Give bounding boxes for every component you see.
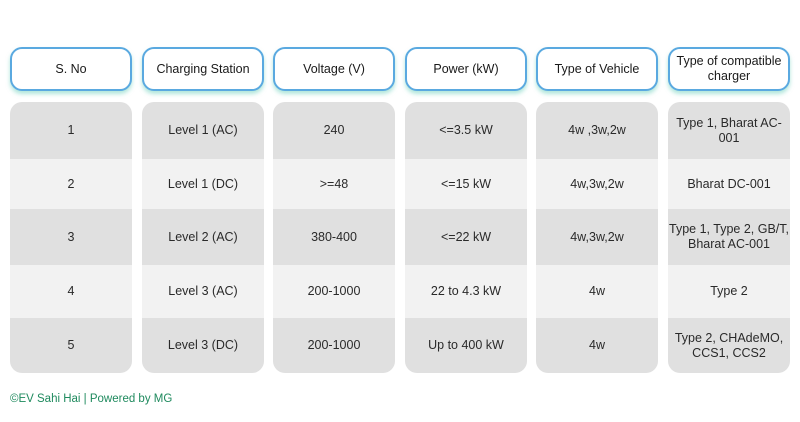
header-charger-type: Type of compatible charger [668, 47, 790, 91]
cell-station-1: Level 1 (AC) [142, 102, 264, 159]
column-body: 240 >=48 380-400 200-1000 200-1000 [273, 102, 395, 373]
column-body: 1 2 3 4 5 [10, 102, 132, 373]
header-voltage: Voltage (V) [273, 47, 395, 91]
column-body: Type 1, Bharat AC-001 Bharat DC-001 Type… [668, 102, 790, 373]
cell-voltage-3: 380-400 [273, 209, 395, 265]
cell-voltage-1: 240 [273, 102, 395, 159]
header-vehicle-type: Type of Vehicle [536, 47, 658, 91]
cell-charger-1: Type 1, Bharat AC-001 [668, 102, 790, 159]
cell-voltage-5: 200-1000 [273, 318, 395, 373]
cell-power-1: <=3.5 kW [405, 102, 527, 159]
header-s-no: S. No [10, 47, 132, 91]
cell-voltage-4: 200-1000 [273, 265, 395, 318]
cell-vehicle-1: 4w ,3w,2w [536, 102, 658, 159]
cell-vehicle-2: 4w,3w,2w [536, 159, 658, 209]
cell-voltage-2: >=48 [273, 159, 395, 209]
cell-power-3: <=22 kW [405, 209, 527, 265]
cell-sno-2: 2 [10, 159, 132, 209]
cell-power-5: Up to 400 kW [405, 318, 527, 373]
cell-station-5: Level 3 (DC) [142, 318, 264, 373]
cell-power-2: <=15 kW [405, 159, 527, 209]
cell-charger-4: Type 2 [668, 265, 790, 318]
footer-credit: ©EV Sahi Hai | Powered by MG [10, 393, 173, 405]
cell-sno-3: 3 [10, 209, 132, 265]
header-power: Power (kW) [405, 47, 527, 91]
cell-charger-3: Type 1, Type 2, GB/T, Bharat AC-001 [668, 209, 790, 265]
ev-charging-table: S. No 1 2 3 4 5 Charging Station Level 1… [10, 47, 790, 373]
cell-station-2: Level 1 (DC) [142, 159, 264, 209]
cell-sno-5: 5 [10, 318, 132, 373]
cell-charger-5: Type 2, CHAdeMO, CCS1, CCS2 [668, 318, 790, 373]
cell-station-4: Level 3 (AC) [142, 265, 264, 318]
column-body: Level 1 (AC) Level 1 (DC) Level 2 (AC) L… [142, 102, 264, 373]
header-charging-station: Charging Station [142, 47, 264, 91]
cell-vehicle-5: 4w [536, 318, 658, 373]
cell-sno-4: 4 [10, 265, 132, 318]
cell-vehicle-4: 4w [536, 265, 658, 318]
cell-charger-2: Bharat DC-001 [668, 159, 790, 209]
cell-station-3: Level 2 (AC) [142, 209, 264, 265]
cell-power-4: 22 to 4.3 kW [405, 265, 527, 318]
cell-vehicle-3: 4w,3w,2w [536, 209, 658, 265]
column-body: <=3.5 kW <=15 kW <=22 kW 22 to 4.3 kW Up… [405, 102, 527, 373]
cell-sno-1: 1 [10, 102, 132, 159]
column-body: 4w ,3w,2w 4w,3w,2w 4w,3w,2w 4w 4w [536, 102, 658, 373]
